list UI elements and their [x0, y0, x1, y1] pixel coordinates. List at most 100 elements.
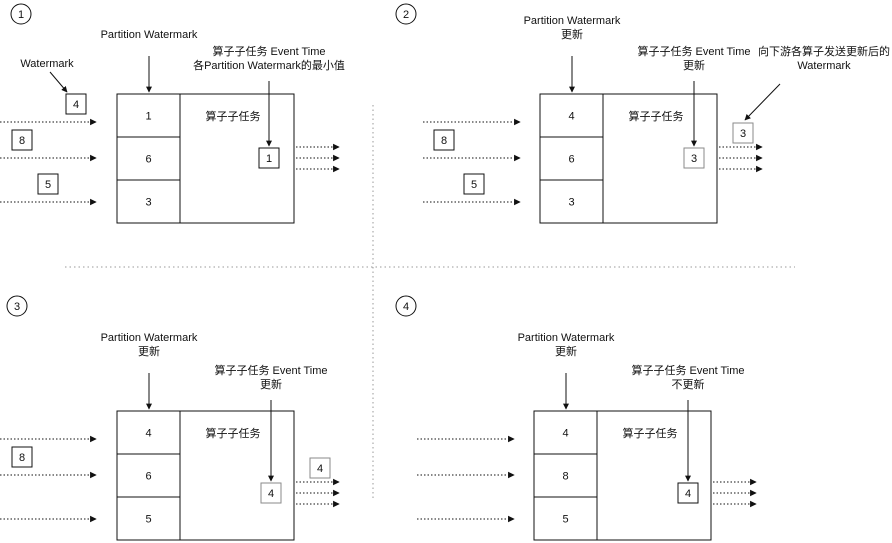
step-number-circle [395, 295, 417, 317]
partition-watermark-cell-1: 1 [145, 111, 151, 123]
step-number-circle [395, 3, 417, 25]
event-time-line-1: 算子子任务 Event Time [214, 363, 327, 377]
value-box-frame [260, 482, 282, 504]
incoming-watermark-2: 8 [433, 129, 455, 151]
incoming-watermark-1: 4 [65, 93, 87, 115]
value-box-frame [677, 482, 699, 504]
partition-watermark-cell-2: 6 [568, 154, 574, 166]
value-box-label: 8 [19, 135, 25, 147]
watermark-line-1: Watermark [20, 58, 74, 70]
event-time-box: 4 [260, 482, 282, 504]
partition-watermark-cell-3: 3 [568, 197, 574, 209]
partition-watermark-label: Partition Watermark [101, 29, 198, 41]
event-time-line-2: 更新 [683, 58, 705, 72]
partition-watermark-cell-2: 6 [145, 471, 151, 483]
emit-line-1: 向下游各算子发送更新后的 [758, 44, 890, 58]
value-box-frame [11, 129, 33, 151]
partition-watermark-cell-1: 4 [145, 428, 151, 440]
step-number: 1 [10, 3, 32, 25]
value-box-label: 4 [73, 99, 79, 111]
partition-watermark-cell-1: 4 [562, 428, 568, 440]
incoming-watermark-3: 5 [463, 173, 485, 195]
partition-watermark-line-1: Partition Watermark [518, 332, 615, 344]
partition-watermark-line-1: Partition Watermark [101, 29, 198, 41]
emit-label-arrow [744, 83, 781, 121]
watermark-arrow [49, 71, 68, 93]
value-box-frame [309, 457, 331, 479]
value-box-frame [65, 93, 87, 115]
partition-watermark-cell-3: 5 [145, 514, 151, 526]
emitted-watermark-box: 3 [732, 122, 754, 144]
step-number-label: 1 [18, 9, 24, 21]
value-box-frame [37, 173, 59, 195]
event-time-line-1: 算子子任务 Event Time [212, 44, 325, 58]
value-box-frame [683, 147, 705, 169]
value-box-label: 5 [471, 179, 477, 191]
event-time-box: 4 [677, 482, 699, 504]
emit-line-2: Watermark [797, 60, 851, 72]
step-number: 4 [395, 295, 417, 317]
value-box-label: 5 [45, 179, 51, 191]
value-box-label: 4 [685, 488, 691, 500]
step-number-label: 3 [14, 301, 20, 313]
incoming-watermark-3: 5 [37, 173, 59, 195]
incoming-watermark-2: 8 [11, 446, 33, 468]
subtask-name: 算子子任务 [629, 109, 684, 123]
event-time-box: 3 [683, 147, 705, 169]
partition-watermark-cell-3: 5 [562, 514, 568, 526]
subtask-name: 算子子任务 [623, 426, 678, 440]
event-time-box: 1 [258, 147, 280, 169]
quadrant-dividers [65, 105, 795, 500]
value-box-frame [433, 129, 455, 151]
partition-watermark-line-2: 更新 [555, 344, 577, 358]
step-number-label: 4 [403, 301, 409, 313]
partition-watermark-line-2: 更新 [138, 344, 160, 358]
value-box-frame [732, 122, 754, 144]
value-box-label: 8 [441, 135, 447, 147]
value-box-label: 8 [19, 452, 25, 464]
value-box-label: 4 [317, 463, 323, 475]
step-number: 3 [6, 295, 28, 317]
partition-watermark-line-2: 更新 [561, 27, 583, 41]
value-box-label: 4 [268, 488, 274, 500]
step-number-circle [6, 295, 28, 317]
partition-watermark-cell-3: 3 [145, 197, 151, 209]
step-number: 2 [395, 3, 417, 25]
value-box-frame [11, 446, 33, 468]
value-box-label: 3 [691, 153, 697, 165]
incoming-watermark-2: 8 [11, 129, 33, 151]
value-box-label: 1 [266, 153, 272, 165]
emitted-watermark-box: 4 [309, 457, 331, 479]
subtask-name: 算子子任务 [206, 109, 261, 123]
operator-outline [533, 410, 712, 541]
event-time-line-1: 算子子任务 Event Time [631, 363, 744, 377]
event-time-line-2: 更新 [260, 377, 282, 391]
partition-watermark-cell-2: 6 [145, 154, 151, 166]
partition-watermark-cell-1: 4 [568, 111, 574, 123]
partition-watermark-cell-2: 8 [562, 471, 568, 483]
step-number-label: 2 [403, 9, 409, 21]
operator-box: 4 8 5 算子子任务 [533, 410, 712, 541]
partition-watermark-line-1: Partition Watermark [101, 332, 198, 344]
watermark-label: Watermark [20, 58, 74, 70]
emit-label: 向下游各算子发送更新后的 Watermark [758, 44, 890, 72]
event-time-line-2: 各Partition Watermark的最小值 [193, 58, 345, 72]
partition-watermark-line-1: Partition Watermark [524, 15, 621, 27]
value-box-label: 3 [740, 128, 746, 140]
step-number-circle [10, 3, 32, 25]
value-box-frame [463, 173, 485, 195]
